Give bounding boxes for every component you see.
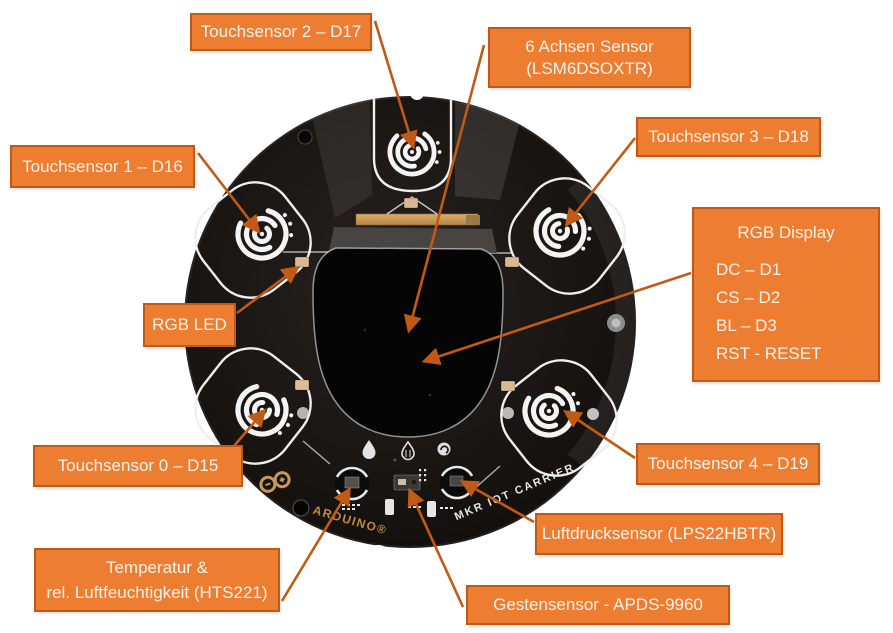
mounting-holes — [292, 129, 625, 517]
gesture-sensor — [393, 469, 427, 491]
arrow-gesten — [407, 487, 465, 608]
rgb-led-right-lower-icon — [500, 380, 516, 392]
label-six-axis-line2: (LSM6DSOXTR) — [526, 58, 653, 78]
rgb-led-top-icon — [403, 197, 419, 209]
rgb-leds — [294, 196, 520, 392]
rgb-display-screen — [312, 247, 504, 462]
humidity-sensor — [335, 466, 369, 501]
annotation-arrows — [196, 20, 692, 608]
rgb-display-pin-cs: CS – D2 — [716, 288, 781, 307]
arrow-six-axis — [403, 44, 486, 334]
arduino-logo-icon — [259, 471, 291, 493]
rgb-led-left-upper-icon — [294, 256, 310, 268]
label-touchsensor-2: Touchsensor 2 – D17 — [190, 13, 372, 51]
bottom-notch-left — [363, 545, 393, 575]
display-connector — [329, 213, 497, 253]
label-temperatur-line2: rel. Luftfeuchtigkeit (HTS221) — [46, 583, 268, 602]
arrow-luftdruck — [459, 480, 535, 524]
label-touchsensor-1: Touchsensor 1 – D16 — [10, 145, 195, 188]
label-temperatur-line1: Temperatur & — [105, 558, 209, 577]
label-rgb-display: RGB Display DC – D1 CS – D2 BL – D3 RST … — [692, 207, 880, 382]
top-notch — [410, 86, 424, 100]
label-temperatur-luftfeuchtigkeit: Temperatur & rel. Luftfeuchtigkeit (HTS2… — [34, 548, 280, 612]
rgb-led-left-lower-icon — [294, 379, 310, 391]
rgb-display-pin-bl: BL – D3 — [716, 316, 777, 335]
label-six-axis-line1: 6 Achsen Sensor — [525, 36, 654, 56]
arrow-rgb-display — [421, 271, 692, 366]
arrow-touchsensor3 — [564, 137, 637, 227]
rgb-display-pin-rst: RST - RESET — [716, 344, 822, 363]
touchpad-outlines — [194, 99, 626, 477]
arrow-rgb-led — [236, 265, 300, 315]
arrow-touchsensor2 — [373, 20, 418, 150]
arrow-temperatur — [280, 486, 351, 602]
light-bulb-icon — [401, 440, 415, 461]
label-touchsensor-0: Touchsensor 0 – D15 — [33, 445, 243, 487]
humidity-droplet-icon — [362, 440, 376, 459]
label-rgb-led: RGB LED — [143, 303, 236, 347]
label-gestensensor: Gestensensor - APDS-9960 — [466, 585, 730, 625]
bottom-notch-right — [441, 546, 471, 576]
sensor-icons — [362, 440, 451, 461]
rgb-led-right-upper-icon — [504, 256, 520, 268]
label-six-axis-sensor: 6 Achsen Sensor (LSM6DSOXTR) — [488, 27, 691, 88]
pressure-gauge-icon — [437, 442, 451, 456]
rgb-display-title: RGB Display — [737, 223, 835, 242]
label-luftdrucksensor: Luftdrucksensor (LPS22HBTR) — [535, 513, 783, 555]
label-touchsensor-3: Touchsensor 3 – D18 — [636, 117, 821, 157]
label-touchsensor-4: Touchsensor 4 – D19 — [636, 443, 820, 485]
arrow-touchsensor4 — [562, 409, 636, 460]
pressure-sensor — [440, 465, 474, 500]
rgb-display-pin-dc: DC – D1 — [716, 260, 782, 279]
arrow-touchsensor1 — [196, 152, 261, 234]
